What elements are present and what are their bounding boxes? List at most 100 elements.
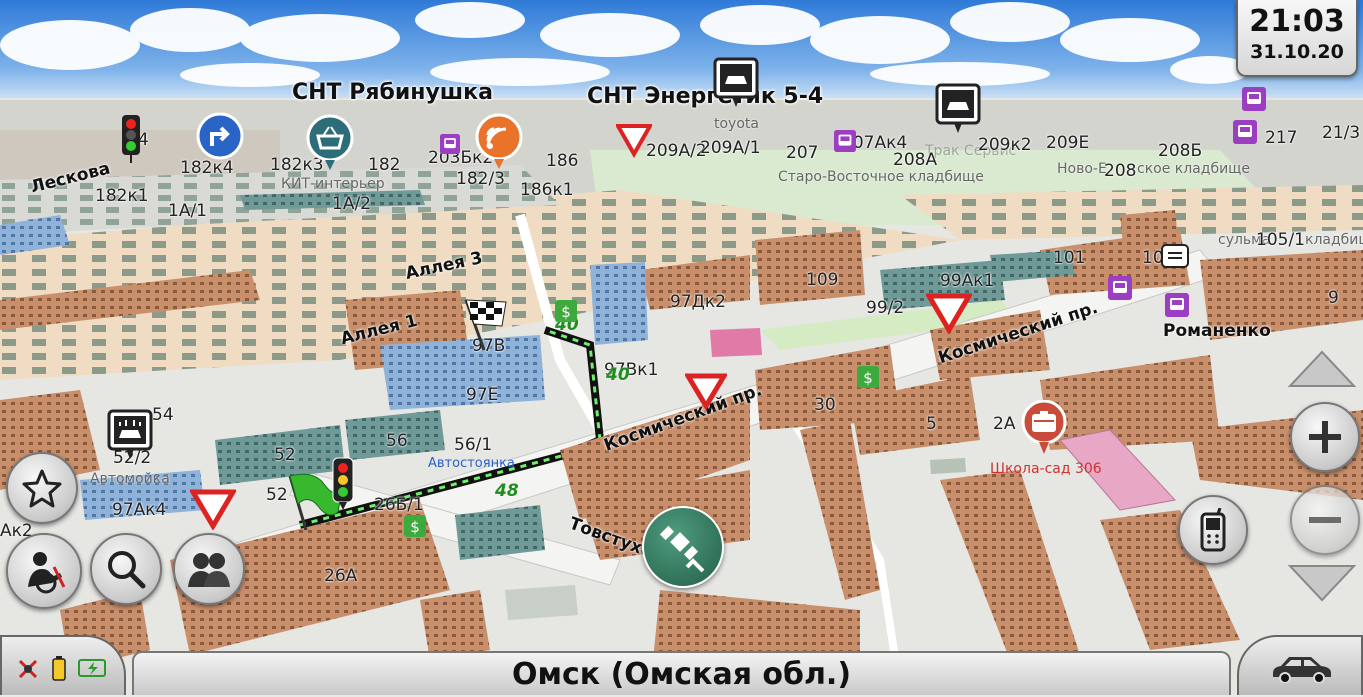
yield-sign-icon bbox=[926, 293, 972, 334]
car-wash-icon bbox=[107, 409, 153, 459]
clock-panel: 21:03 31.10.20 bbox=[1236, 0, 1358, 77]
search-button[interactable] bbox=[90, 533, 162, 605]
building-number: 52 bbox=[274, 445, 296, 465]
building-number: 21/3 bbox=[1322, 123, 1361, 143]
bus-stop-icon bbox=[440, 134, 460, 154]
building-number: 9 bbox=[1328, 288, 1339, 308]
message-icon bbox=[1161, 244, 1189, 268]
clock-time: 21:03 bbox=[1249, 4, 1345, 39]
building-number: 208А bbox=[893, 150, 938, 170]
clock-date: 31.10.20 bbox=[1250, 41, 1344, 63]
finish-flag-icon bbox=[464, 299, 507, 351]
bus-stop-icon bbox=[1233, 120, 1257, 144]
building-number: 209А/1 bbox=[700, 138, 761, 158]
car-service-icon bbox=[713, 57, 759, 107]
start-flag-icon bbox=[288, 473, 343, 531]
status-panel[interactable] bbox=[0, 635, 126, 695]
minus-icon bbox=[1309, 517, 1341, 523]
traffic-light-icon bbox=[122, 115, 140, 163]
svg-text:$: $ bbox=[410, 518, 420, 536]
building-number: 105/1 bbox=[1256, 230, 1305, 250]
clouds bbox=[0, 2, 1250, 87]
place-shkola: Школа-сад 306 bbox=[990, 461, 1102, 477]
building-number: 109 bbox=[806, 270, 839, 290]
building-number: 182к1 bbox=[95, 186, 149, 206]
phone-button[interactable] bbox=[1178, 495, 1248, 565]
place-avtomoyka: Автомойка bbox=[90, 471, 170, 487]
building-number: 97Ак4 bbox=[112, 500, 167, 520]
yield-sign-icon bbox=[190, 489, 236, 530]
speed-limit-label: 48 bbox=[495, 481, 519, 501]
building-number: 52/2 bbox=[113, 448, 152, 468]
shopping-basket-icon bbox=[306, 114, 354, 170]
place-novo: Ново-Е bbox=[1057, 161, 1107, 177]
place-sulma: сульма bbox=[1218, 232, 1271, 248]
turn-right-sign-icon bbox=[196, 112, 244, 160]
vehicle-mode-button[interactable] bbox=[1237, 635, 1363, 695]
building-number: 182к3 bbox=[270, 155, 324, 175]
building-number: 10 bbox=[1142, 248, 1164, 268]
contacts-button[interactable] bbox=[173, 533, 245, 605]
triangle-down-icon bbox=[1287, 565, 1357, 602]
building-number: 5 bbox=[926, 414, 937, 434]
building-number: 209А/2 bbox=[646, 141, 707, 161]
driver-icon bbox=[28, 552, 66, 594]
building-number: 54 bbox=[152, 405, 174, 425]
place-novo-2: ское кладбище bbox=[1137, 161, 1250, 177]
place-kladb2: кладбищ bbox=[1305, 232, 1363, 248]
favorites-button[interactable] bbox=[6, 452, 78, 524]
tilt-up-button[interactable] bbox=[1286, 348, 1358, 390]
building-number: 217 bbox=[1265, 128, 1298, 148]
bus-stop-icon bbox=[834, 130, 856, 152]
zoom-out-button[interactable] bbox=[1290, 485, 1360, 555]
car-icon bbox=[1273, 657, 1331, 683]
mobile-phone-icon bbox=[1200, 508, 1226, 552]
building-number: 56/1 bbox=[454, 435, 493, 455]
speed-limit-label: 40 bbox=[606, 365, 630, 385]
building-number: 99Ак1 bbox=[940, 271, 995, 291]
building-number: 182к4 bbox=[180, 158, 234, 178]
building-number: 52 bbox=[266, 485, 288, 505]
buildings bbox=[0, 190, 1363, 690]
charging-icon bbox=[78, 659, 106, 677]
building-number: 26А bbox=[324, 566, 358, 586]
route-menu-button[interactable] bbox=[6, 533, 82, 609]
money-icon: $ bbox=[404, 515, 426, 537]
building-number: 182 bbox=[368, 155, 401, 175]
yield-sign-icon bbox=[616, 124, 652, 158]
bus-stop-icon bbox=[1165, 293, 1189, 317]
magnifier-icon bbox=[108, 551, 146, 589]
svg-text:$: $ bbox=[863, 369, 873, 387]
building-number: 209Е bbox=[1046, 133, 1090, 153]
building-number: 207 bbox=[786, 143, 819, 163]
school-icon bbox=[1021, 400, 1067, 454]
street-label-romanenko: Романенко bbox=[1163, 321, 1271, 341]
building-number: 182/3 bbox=[456, 169, 505, 189]
building-number: 99/2 bbox=[866, 298, 905, 318]
bus-stop-icon bbox=[1242, 87, 1266, 111]
building-number: 186 bbox=[546, 151, 579, 171]
building-number: 207Ак4 bbox=[842, 133, 908, 153]
garden-plots-3 bbox=[900, 185, 1363, 240]
building-number: 2А bbox=[993, 414, 1016, 434]
traffic-light-icon bbox=[332, 457, 354, 510]
zoom-in-button[interactable] bbox=[1290, 402, 1360, 472]
battery-icon bbox=[52, 656, 66, 681]
building-number: 209к2 bbox=[978, 135, 1032, 155]
building-number: 1А/2 bbox=[332, 194, 371, 214]
satellite-icon bbox=[659, 525, 705, 573]
svg-text:$: $ bbox=[561, 303, 571, 321]
building-number: 208 bbox=[1104, 161, 1137, 181]
building-number: 186к1 bbox=[520, 180, 574, 200]
building-number: 56 bbox=[386, 431, 408, 451]
gps-button[interactable] bbox=[642, 506, 724, 588]
current-location-bar[interactable]: Омск (Омская обл.) bbox=[132, 651, 1231, 695]
tilt-down-button[interactable] bbox=[1286, 562, 1358, 604]
place-trak: Трак Сервис bbox=[925, 143, 1017, 159]
building-number: Ак2 bbox=[0, 521, 33, 541]
no-gps-icon bbox=[18, 659, 38, 679]
road-alley bbox=[515, 213, 605, 433]
car-service-icon bbox=[935, 83, 981, 133]
building-number: 1А/1 bbox=[168, 201, 207, 221]
